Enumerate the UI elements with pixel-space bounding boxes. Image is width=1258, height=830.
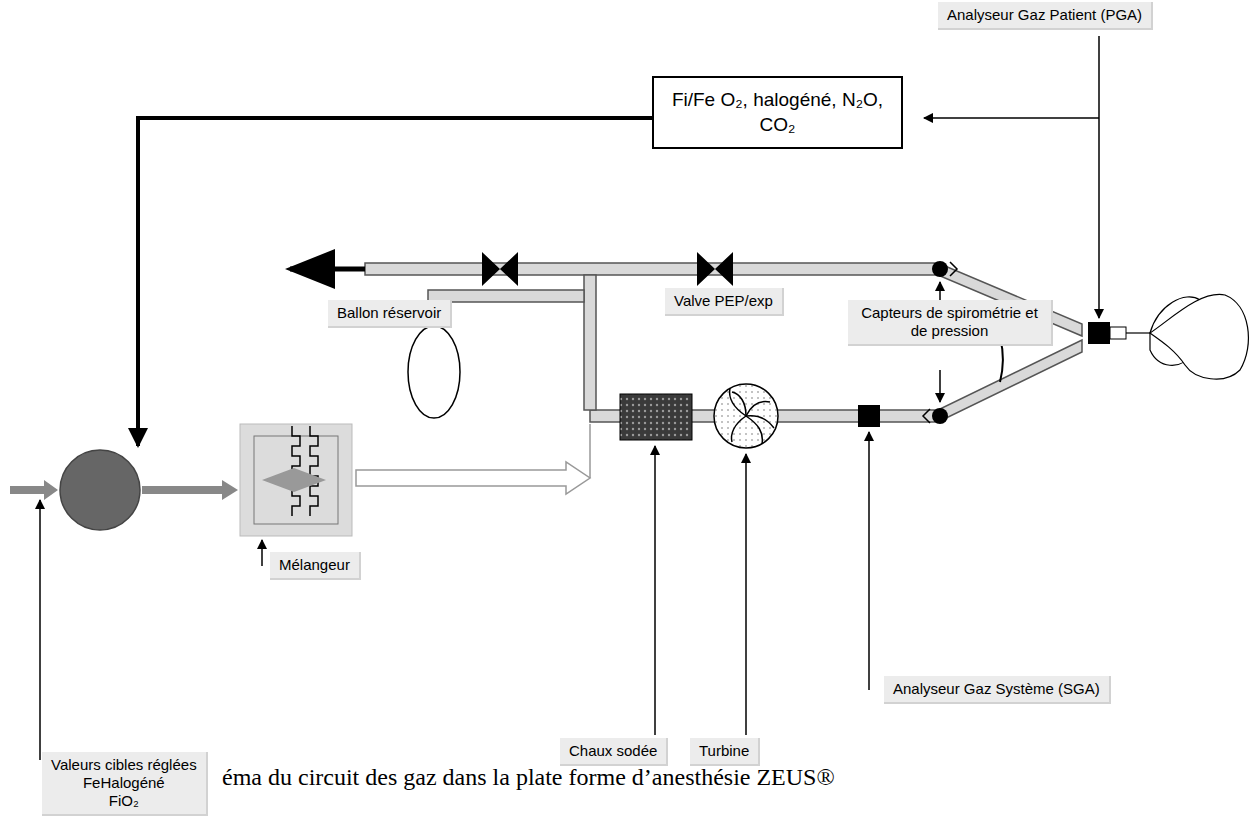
label-text: FiO₂ bbox=[51, 792, 197, 810]
part-label: Mélangeur bbox=[270, 552, 361, 580]
label-text: Valeurs cibles réglées bbox=[51, 756, 197, 774]
part-label: Capteurs de spirométrie et de pression bbox=[848, 300, 1053, 346]
part-label: Ballon réservoir bbox=[328, 300, 452, 328]
label-text: Analyseur Gaz Système (SGA) bbox=[893, 680, 1100, 698]
label-text: Fi/Fe O₂, halogéné, N₂O, CO₂ bbox=[670, 88, 885, 137]
label-text: Mélangeur bbox=[279, 556, 350, 574]
part-label: Turbine bbox=[690, 738, 760, 766]
label-text: Chaux sodée bbox=[569, 742, 657, 760]
gas-values-box: Fi/Fe O₂, halogéné, N₂O, CO₂ bbox=[652, 76, 903, 149]
part-label: Valeurs cibles régléesFeHalogénéFiO₂ bbox=[42, 752, 208, 816]
part-label: Analyseur Gaz Patient (PGA) bbox=[938, 2, 1153, 30]
label-text: Analyseur Gaz Patient (PGA) bbox=[947, 6, 1142, 24]
figure-caption: éma du circuit des gaz dans la plate for… bbox=[222, 764, 835, 791]
label-text: Valve PEP/exp bbox=[674, 292, 773, 310]
label-text: Capteurs de spirométrie et de pression bbox=[857, 304, 1042, 340]
label-text: Ballon réservoir bbox=[337, 304, 441, 322]
part-label: Analyseur Gaz Système (SGA) bbox=[884, 676, 1111, 704]
part-label: Valve PEP/exp bbox=[665, 288, 784, 316]
label-text: Turbine bbox=[699, 742, 749, 760]
part-label: Chaux sodée bbox=[560, 738, 668, 766]
label-text: FeHalogéné bbox=[51, 774, 197, 792]
